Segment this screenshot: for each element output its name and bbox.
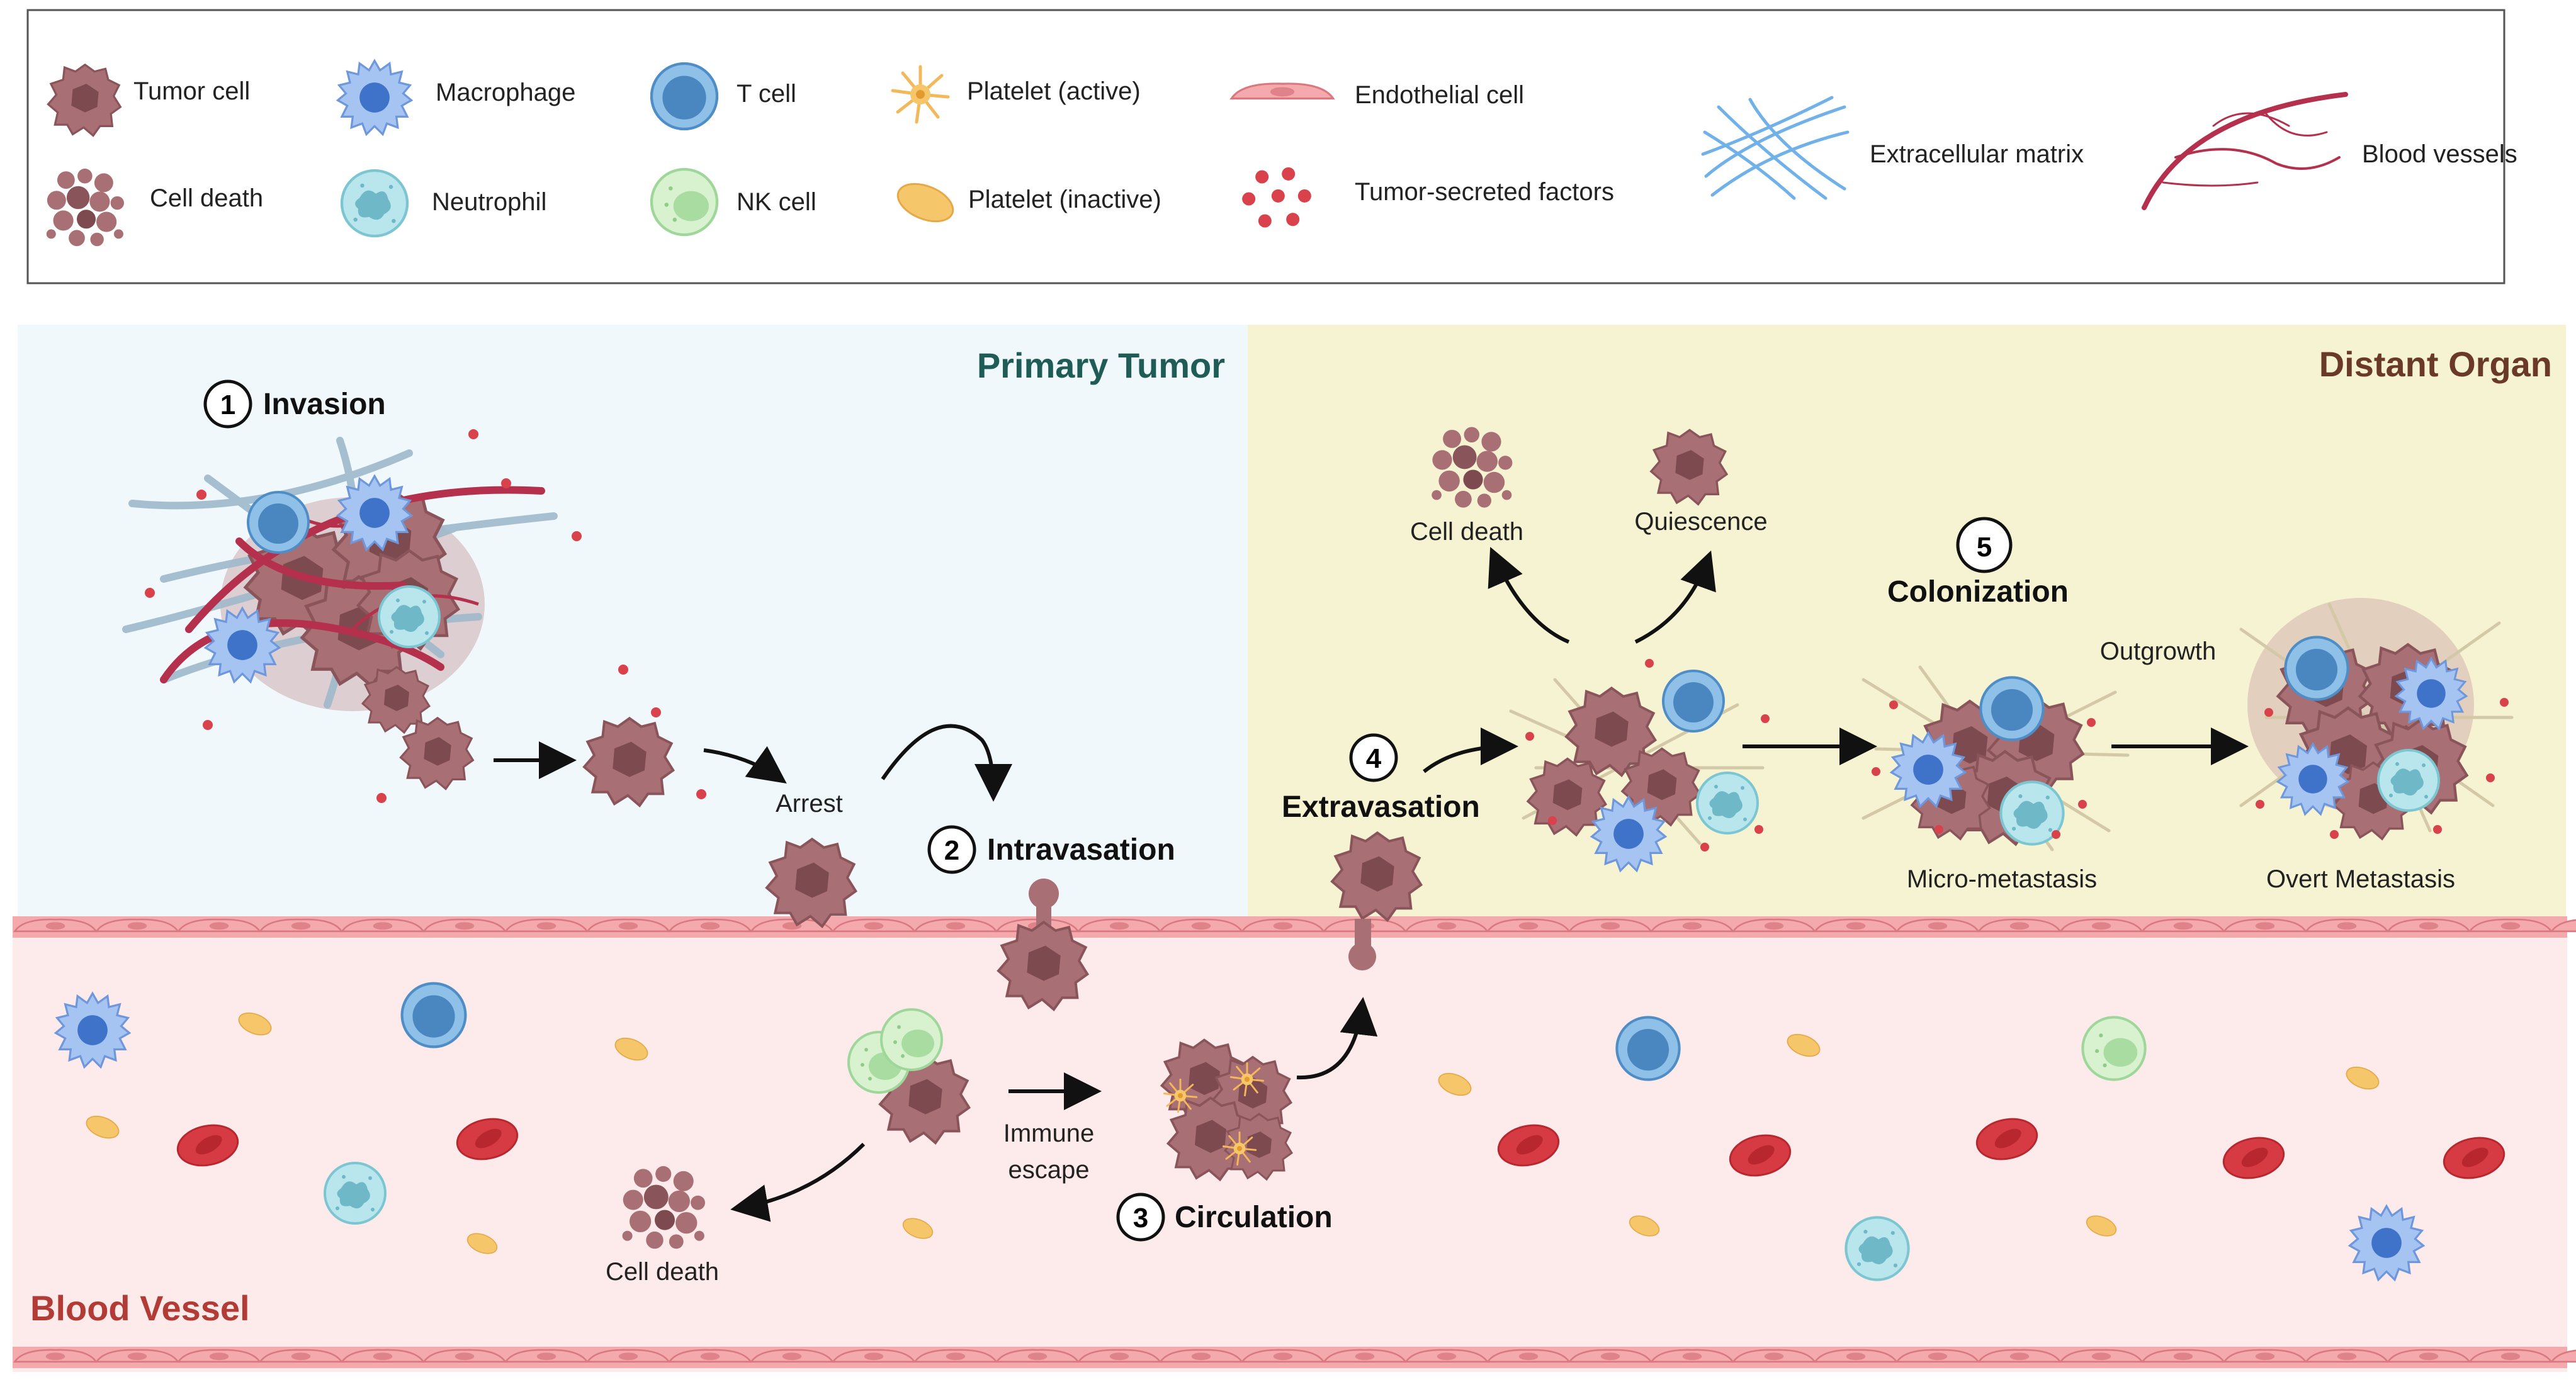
disseminated-cells bbox=[1509, 659, 1770, 872]
step-2-badge bbox=[927, 825, 976, 874]
legend-tumor-cell: Tumor cell bbox=[133, 77, 250, 105]
legend-tumor-secreted-factors: Tumor-secreted factors bbox=[1355, 178, 1614, 206]
legend-nk-cell: NK cell bbox=[737, 188, 816, 216]
neutrophil-icon bbox=[342, 171, 407, 236]
intravasating-tumor-cell bbox=[997, 879, 1089, 1011]
overt-metastasis-label: Overt Metastasis bbox=[2266, 865, 2455, 893]
step-3-circulation: 3 Circulation bbox=[1116, 1193, 1333, 1242]
step-4-label: Extravasation bbox=[1282, 790, 1480, 824]
primary-tumor-title: Primary Tumor bbox=[977, 346, 1225, 385]
blood-vessel-title: Blood Vessel bbox=[30, 1288, 250, 1328]
legend-neutrophil: Neutrophil bbox=[432, 188, 546, 216]
step-5-colonization: 5 Colonization bbox=[1887, 517, 2069, 609]
step-1-number: 1 bbox=[220, 390, 235, 420]
extravasating-tumor-cell bbox=[1331, 831, 1423, 970]
legend: Tumor cell Cell death Macrophage Neutrop… bbox=[26, 9, 2517, 284]
step-3-number: 3 bbox=[1133, 1203, 1148, 1233]
step-1-badge bbox=[203, 379, 252, 429]
blood-cell-death-label: Cell death bbox=[606, 1258, 719, 1286]
step-1-invasion: 1 Invasion bbox=[203, 379, 386, 429]
micro-metastasis-cluster bbox=[1861, 665, 2130, 851]
escape-label: escape bbox=[1008, 1156, 1090, 1184]
organ-cell-death-label: Cell death bbox=[1410, 518, 1523, 546]
step-4-badge bbox=[1349, 733, 1398, 782]
step-4-extravasation: 4 Extravasation bbox=[1282, 733, 1480, 824]
primary-tumor-mass bbox=[122, 429, 706, 803]
primary-tumor-region bbox=[18, 325, 1248, 916]
arrest-label: Arrest bbox=[776, 790, 843, 817]
step-4-number: 4 bbox=[1366, 743, 1382, 774]
nk-cell-icon bbox=[652, 169, 717, 235]
step-5-number: 5 bbox=[1977, 532, 1992, 563]
step-2-number: 2 bbox=[944, 835, 959, 866]
blood-vessel-region bbox=[13, 919, 2567, 1372]
step-5-label: Colonization bbox=[1887, 575, 2069, 609]
distant-organ-title: Distant Organ bbox=[2319, 344, 2552, 384]
legend-platelet-active: Platelet (active) bbox=[967, 77, 1141, 105]
step-5-badge bbox=[1956, 517, 2013, 573]
immune-label: Immune bbox=[1003, 1120, 1095, 1147]
step-1-label: Invasion bbox=[263, 388, 386, 421]
legend-t-cell: T cell bbox=[737, 80, 796, 108]
endothelial-row-top bbox=[13, 916, 2576, 938]
legend-macrophage: Macrophage bbox=[436, 79, 575, 106]
outgrowth-label: Outgrowth bbox=[2100, 638, 2217, 665]
step-2-label: Intravasation bbox=[987, 833, 1175, 867]
legend-platelet-inactive: Platelet (inactive) bbox=[968, 186, 1161, 213]
micro-metastasis-label: Micro-metastasis bbox=[1907, 865, 2097, 893]
quiescence-label: Quiescence bbox=[1634, 508, 1767, 536]
step-3-badge bbox=[1116, 1193, 1165, 1242]
t-cell-icon bbox=[652, 64, 717, 129]
legend-cell-death: Cell death bbox=[150, 184, 263, 212]
overt-metastasis-cluster bbox=[2239, 598, 2514, 840]
legend-blood-vessels: Blood vessels bbox=[2362, 140, 2517, 168]
legend-extracellular-matrix: Extracellular matrix bbox=[1870, 140, 2084, 168]
step-2-intravasation: 2 Intravasation bbox=[927, 825, 1175, 874]
legend-endothelial-cell: Endothelial cell bbox=[1355, 81, 1524, 109]
endothelial-row-bottom bbox=[13, 1347, 2576, 1368]
step-3-label: Circulation bbox=[1175, 1201, 1333, 1234]
